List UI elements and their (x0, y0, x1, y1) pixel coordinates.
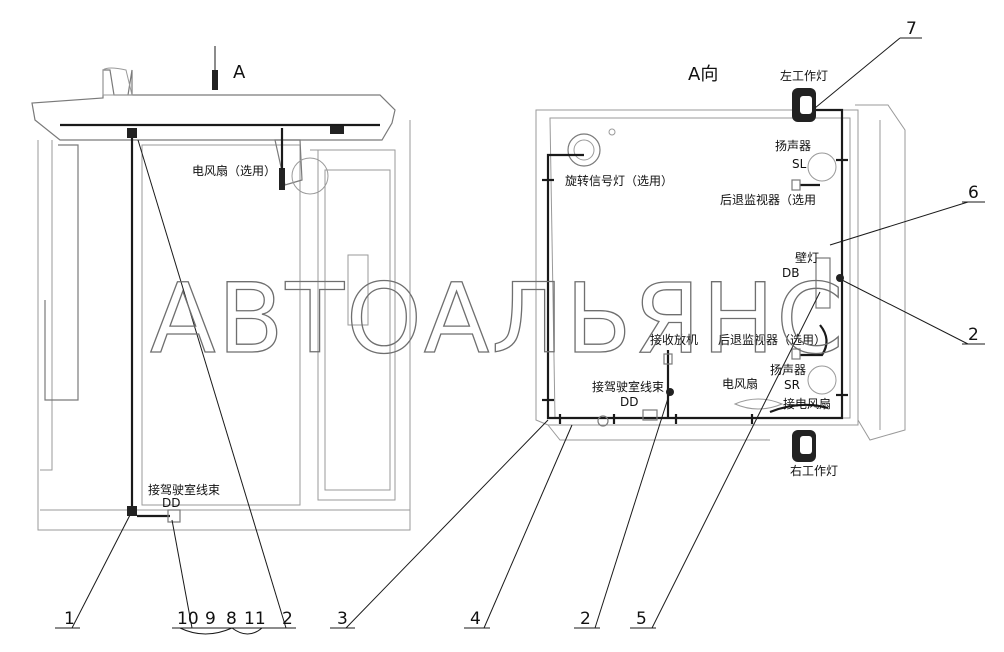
beacon-lens (573, 139, 595, 161)
monitor-bottom-wire (800, 324, 828, 357)
rear-monitor-top-label: 后退监视器（选用 (720, 192, 816, 207)
callout-2c: 2 (968, 325, 979, 345)
callout-6: 6 (968, 183, 979, 203)
callout-4: 4 (470, 609, 481, 629)
beacon-lamp (567, 133, 601, 167)
harness-label: 接驾驶室线束 (148, 482, 220, 497)
fan-guard (291, 157, 329, 195)
roof-connector (127, 128, 137, 138)
front-window (44, 144, 79, 401)
view-arrow-head (212, 70, 218, 90)
speaker-left (807, 152, 837, 182)
floor-connector (127, 506, 137, 516)
watermark: АВТОАЛЬЯНС (150, 263, 845, 375)
callout-11: 11 (244, 609, 266, 629)
fan-outline (733, 398, 784, 410)
right-work-light-lens (800, 436, 812, 454)
floor-edge (547, 424, 770, 441)
to-fan-label: 接电风扇 (783, 396, 831, 411)
front-pillar-edge (40, 140, 53, 471)
speaker-left-label: 扬声器 (775, 138, 811, 153)
beacon-label: 旋转信号灯（选用） (565, 173, 673, 188)
main-harness (546, 108, 844, 420)
leader-3 (345, 419, 549, 629)
leader-7 (814, 37, 901, 109)
monitor-bottom-plug (791, 348, 801, 360)
fan-plug (279, 168, 285, 190)
leader-2a (137, 139, 287, 629)
leader-6 (829, 201, 969, 246)
callout-1: 1 (64, 609, 75, 629)
leader-10 (171, 519, 193, 629)
leader-2b (594, 391, 671, 629)
left-work-light-label: 左工作灯 (780, 68, 828, 83)
rear-window-glass (324, 169, 391, 491)
fan-label: 电风扇（选用） (192, 163, 276, 178)
fan-right-label: 电风扇 (722, 376, 758, 391)
fan-wire-right (769, 403, 829, 414)
harness-right-code: DD (620, 395, 638, 409)
callout-10: 10 (177, 609, 199, 629)
rear-window-frame (310, 149, 396, 501)
panel-screw (608, 128, 616, 136)
wall-lamp-code: DB (782, 266, 799, 280)
callout-2a: 2 (282, 609, 293, 629)
callout-8: 8 (226, 609, 237, 629)
leader-5 (651, 291, 821, 629)
wall-lamp-label: 壁灯 (795, 250, 819, 265)
right-work-light-label: 右工作灯 (790, 463, 838, 478)
leader-4 (483, 424, 573, 629)
speaker-right-code: SR (784, 378, 800, 392)
speaker-left-code: SL (792, 157, 807, 171)
floor-grommet (597, 415, 609, 427)
roof-beacon-base (102, 67, 133, 96)
rear-monitor-bottom-label: 后退监视器（选用） (718, 332, 826, 347)
callout-7: 7 (906, 19, 917, 39)
monitor-top-plug (791, 179, 801, 191)
wall-lamp (815, 257, 831, 309)
rear-panel-inner (549, 117, 851, 419)
callouts: 1 10 9 8 11 2 3 4 2 5 2 6 7 (55, 19, 985, 629)
radio-label: 接收放机 (650, 332, 698, 347)
cab-door (141, 144, 301, 506)
radio-plug (663, 353, 673, 365)
view-marker-label: A (233, 62, 246, 83)
harness-code: DD (162, 496, 180, 510)
callout-2b: 2 (580, 609, 591, 629)
cab-body-outline (37, 120, 411, 531)
callout-9: 9 (205, 609, 216, 629)
roof-clip (330, 126, 344, 134)
speaker-right (807, 365, 837, 395)
floor-connector-right (642, 409, 658, 421)
rear-panel-detail (347, 254, 369, 326)
leader-2c (841, 279, 969, 345)
view-a-title: A向 (688, 64, 718, 85)
right-view-a: A向 旋转信号灯（选用） 左工作灯 右工作灯 扬声器 SL 后退监视器（选用 (345, 37, 969, 629)
left-work-light-lens (800, 96, 812, 114)
harness-right-label: 接驾驶室线束 (592, 379, 664, 394)
callout-5: 5 (636, 609, 647, 629)
harness-plug (167, 509, 181, 523)
leader-1 (71, 514, 131, 629)
left-cab-side-view: A 电风扇（选用） 接驾驶室线束 DD (31, 46, 411, 635)
side-wall-edge (855, 104, 906, 441)
callout-3: 3 (337, 609, 348, 629)
